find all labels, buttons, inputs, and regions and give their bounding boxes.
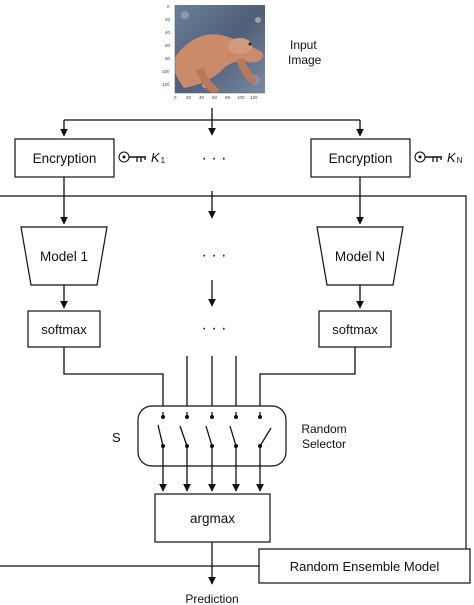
x-tick: 120 bbox=[250, 95, 258, 100]
model-n: Model N bbox=[316, 226, 404, 286]
argmax-label: argmax bbox=[190, 511, 235, 526]
key-n-label: KN bbox=[447, 150, 463, 165]
input-caption-line2: Image bbox=[288, 53, 322, 67]
argmax-box: argmax bbox=[154, 493, 271, 543]
x-tick: 100 bbox=[237, 95, 245, 100]
softmax-box-n: softmax bbox=[318, 310, 392, 348]
ellipsis: · · · bbox=[202, 320, 227, 337]
model-1: Model 1 bbox=[20, 226, 108, 286]
input-image: 0 20 40 60 80 100 120 0 20 40 60 80 100 … bbox=[162, 4, 265, 100]
x-tick: 20 bbox=[186, 95, 192, 100]
y-tick: 20 bbox=[165, 17, 171, 22]
selector-caption-line2: Selector bbox=[302, 437, 346, 451]
input-caption-line1: Input bbox=[290, 38, 317, 52]
selector-caption-line1: Random bbox=[301, 422, 346, 436]
selector-symbol: S bbox=[112, 430, 121, 445]
model-label: Model 1 bbox=[40, 249, 88, 264]
y-tick: 0 bbox=[167, 4, 170, 9]
selector-input-lines bbox=[63, 347, 356, 412]
y-tick: 40 bbox=[165, 30, 171, 35]
key-1-label: K1 bbox=[151, 150, 166, 165]
input-connectors bbox=[60, 108, 364, 137]
softmax-label: softmax bbox=[332, 322, 378, 337]
argmax-input-arrows bbox=[159, 460, 264, 492]
y-tick: 80 bbox=[165, 56, 171, 61]
softmax-box-1: softmax bbox=[27, 310, 101, 348]
ensemble-label: Random Ensemble Model bbox=[290, 559, 440, 574]
prediction-label: Prediction bbox=[185, 592, 238, 605]
x-tick: 0 bbox=[174, 95, 177, 100]
key-icon bbox=[118, 151, 146, 163]
encryption-label: Encryption bbox=[33, 151, 97, 166]
y-tick: 120 bbox=[162, 82, 170, 87]
ellipsis: · · · bbox=[202, 150, 227, 167]
encryption-label: Encryption bbox=[329, 151, 393, 166]
ensemble-label-box: Random Ensemble Model bbox=[258, 548, 471, 584]
key-icon bbox=[414, 151, 442, 163]
x-tick: 80 bbox=[225, 95, 231, 100]
random-selector bbox=[137, 405, 287, 467]
x-tick: 60 bbox=[212, 95, 218, 100]
encryption-box-n: Encryption bbox=[310, 138, 411, 178]
encryption-box-1: Encryption bbox=[14, 138, 115, 178]
model-label: Model N bbox=[335, 249, 385, 264]
y-tick: 100 bbox=[162, 69, 170, 74]
y-tick: 60 bbox=[165, 43, 171, 48]
x-tick: 40 bbox=[199, 95, 205, 100]
softmax-label: softmax bbox=[41, 322, 87, 337]
random-ensemble-frame bbox=[0, 195, 467, 567]
ellipsis: · · · bbox=[202, 247, 227, 264]
